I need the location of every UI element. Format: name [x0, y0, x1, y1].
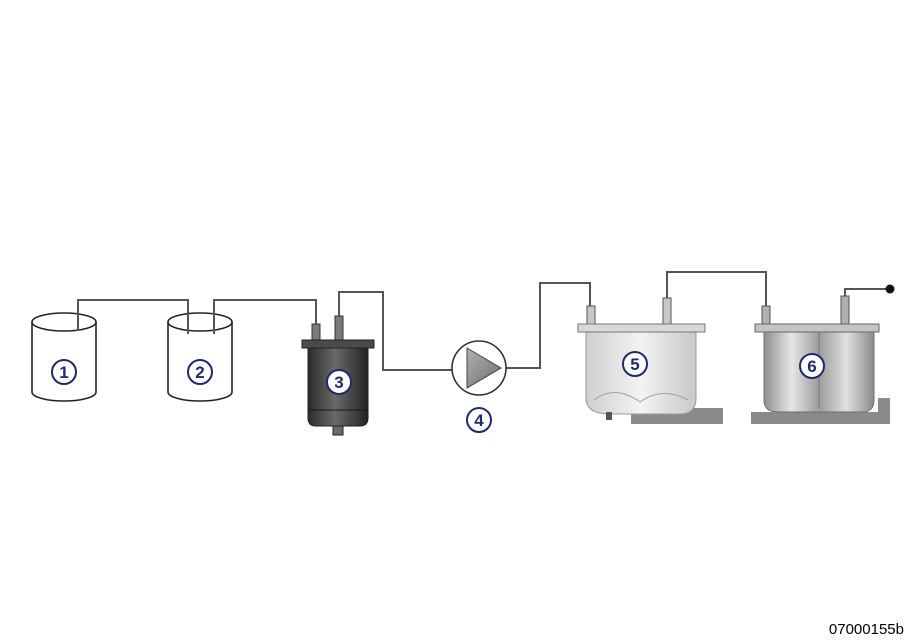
line-6-outlet: [844, 288, 890, 300]
reference-code: 07000155b: [828, 621, 904, 638]
callout-3: 3: [326, 369, 352, 395]
light-tank-5: [577, 297, 723, 424]
callout-2: 2: [187, 359, 213, 385]
beaker-2: [167, 312, 233, 402]
line-1-to-2: [77, 299, 189, 318]
callout-6-label: 6: [807, 357, 816, 376]
callout-1: 1: [51, 359, 77, 385]
callout-3-label: 3: [334, 373, 343, 392]
line-3-to-4: [338, 291, 452, 371]
beaker-1: [31, 312, 97, 402]
callout-2-label: 2: [195, 363, 204, 382]
line-2-to-3: [213, 299, 317, 326]
callout-6: 6: [799, 353, 825, 379]
line-4-to-5: [506, 282, 591, 369]
line-5-to-6: [666, 271, 767, 308]
pump-4: [451, 340, 507, 396]
callout-5: 5: [622, 351, 648, 377]
callout-4: 4: [466, 407, 492, 433]
outlet-point: [885, 284, 895, 294]
callout-1-label: 1: [59, 363, 68, 382]
callout-5-label: 5: [630, 355, 639, 374]
callout-4-label: 4: [474, 411, 484, 430]
